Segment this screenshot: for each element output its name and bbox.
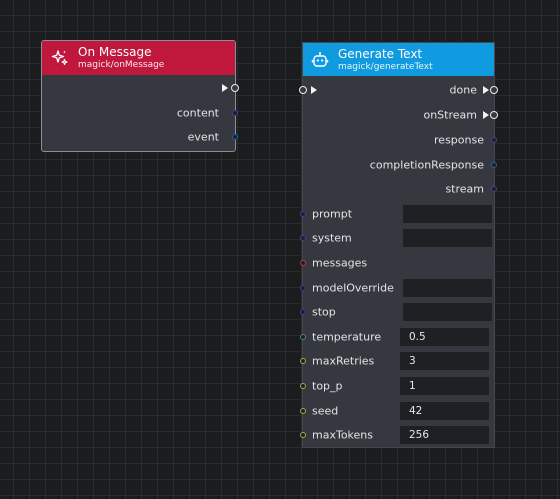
on-message-node[interactable]: On Message magick/onMessage content even… <box>41 40 239 152</box>
top-p-input[interactable]: 1 <box>400 377 489 395</box>
input-socket-temperature[interactable] <box>300 334 306 340</box>
input-socket-modeloverride[interactable] <box>300 285 306 291</box>
modeloverride-input[interactable] <box>403 279 492 297</box>
prompt-input[interactable] <box>403 205 492 223</box>
flow-arrow-icon <box>311 86 317 94</box>
output-label-response: response <box>434 133 484 147</box>
input-socket-stop[interactable] <box>300 309 306 315</box>
input-label-prompt: prompt <box>312 207 353 221</box>
input-label-stop: stop <box>312 305 336 319</box>
flow-arrow-icon <box>483 86 489 94</box>
output-socket-completionresponse[interactable] <box>491 162 497 168</box>
node-title: On Message <box>78 45 152 59</box>
robot-icon <box>310 50 330 70</box>
output-socket-event[interactable] <box>232 134 238 140</box>
output-label-onstream: onStream <box>423 108 477 122</box>
input-row-temperature: temperature 0.5 <box>300 325 494 349</box>
input-row-maxtokens: maxTokens 256 <box>300 423 494 447</box>
input-label-maxretries: maxRetries <box>312 354 375 368</box>
input-socket-seed[interactable] <box>300 408 306 414</box>
input-row-prompt: prompt <box>300 202 494 226</box>
flow-arrow-icon <box>483 111 489 119</box>
input-row-messages: messages <box>300 251 494 275</box>
output-row-completionresponse: completionResponse <box>303 153 497 177</box>
output-row-stream: stream <box>303 177 497 201</box>
output-row-onstream: onStream <box>303 103 498 127</box>
flow-output-row <box>42 76 239 100</box>
system-input[interactable] <box>403 229 492 247</box>
generate-text-header[interactable]: Generate Text magick/generateText <box>303 43 494 76</box>
input-socket-system[interactable] <box>300 235 306 241</box>
node-title: Generate Text <box>338 46 423 61</box>
temperature-input[interactable]: 0.5 <box>400 328 489 346</box>
flow-input-socket[interactable] <box>299 86 307 94</box>
output-label-stream: stream <box>445 182 484 196</box>
input-label-messages: messages <box>312 256 368 270</box>
output-socket-response[interactable] <box>491 137 497 143</box>
input-label-temperature: temperature <box>312 330 382 344</box>
stop-input[interactable] <box>403 303 492 321</box>
flow-output-socket[interactable] <box>231 84 239 92</box>
input-row-stop: stop <box>300 300 494 324</box>
output-socket-onstream[interactable] <box>490 111 498 119</box>
output-row-response: response <box>303 128 497 152</box>
output-socket-stream[interactable] <box>491 186 497 192</box>
input-label-system: system <box>312 231 352 245</box>
maxtokens-input[interactable]: 256 <box>400 426 489 444</box>
on-message-header[interactable]: On Message magick/onMessage <box>42 41 235 75</box>
output-label-completionresponse: completionResponse <box>369 158 484 172</box>
maxretries-input[interactable]: 3 <box>400 352 489 370</box>
output-socket-content[interactable] <box>232 110 238 116</box>
input-row-system: system <box>300 226 494 250</box>
input-row-modeloverride: modelOverride <box>300 276 494 300</box>
output-label-done: done <box>449 83 477 97</box>
seed-input[interactable]: 42 <box>400 402 489 420</box>
input-socket-prompt[interactable] <box>300 211 306 217</box>
output-row-event: event <box>42 125 238 149</box>
flow-arrow-icon <box>222 84 228 92</box>
node-subtitle: magick/generateText <box>338 61 433 72</box>
input-socket-top-p[interactable] <box>300 383 306 389</box>
input-socket-maxretries[interactable] <box>300 358 306 364</box>
output-row-done: done <box>299 78 498 102</box>
input-label-maxtokens: maxTokens <box>312 428 373 442</box>
input-row-top-p: top_p 1 <box>300 374 494 398</box>
input-socket-messages[interactable] <box>300 260 306 266</box>
output-label-event: event <box>187 130 219 144</box>
input-row-maxretries: maxRetries 3 <box>300 349 494 373</box>
input-socket-maxtokens[interactable] <box>300 432 306 438</box>
input-label-top-p: top_p <box>312 379 343 393</box>
node-subtitle: magick/onMessage <box>78 60 165 70</box>
output-label-content: content <box>176 106 219 120</box>
input-row-seed: seed 42 <box>300 399 494 423</box>
input-label-modeloverride: modelOverride <box>312 281 394 295</box>
output-socket-done[interactable] <box>490 86 498 94</box>
input-label-seed: seed <box>312 404 339 418</box>
generate-text-node[interactable]: Generate Text magick/generateText done o… <box>299 42 498 448</box>
sparkles-icon <box>50 48 70 68</box>
output-row-content: content <box>42 101 238 125</box>
